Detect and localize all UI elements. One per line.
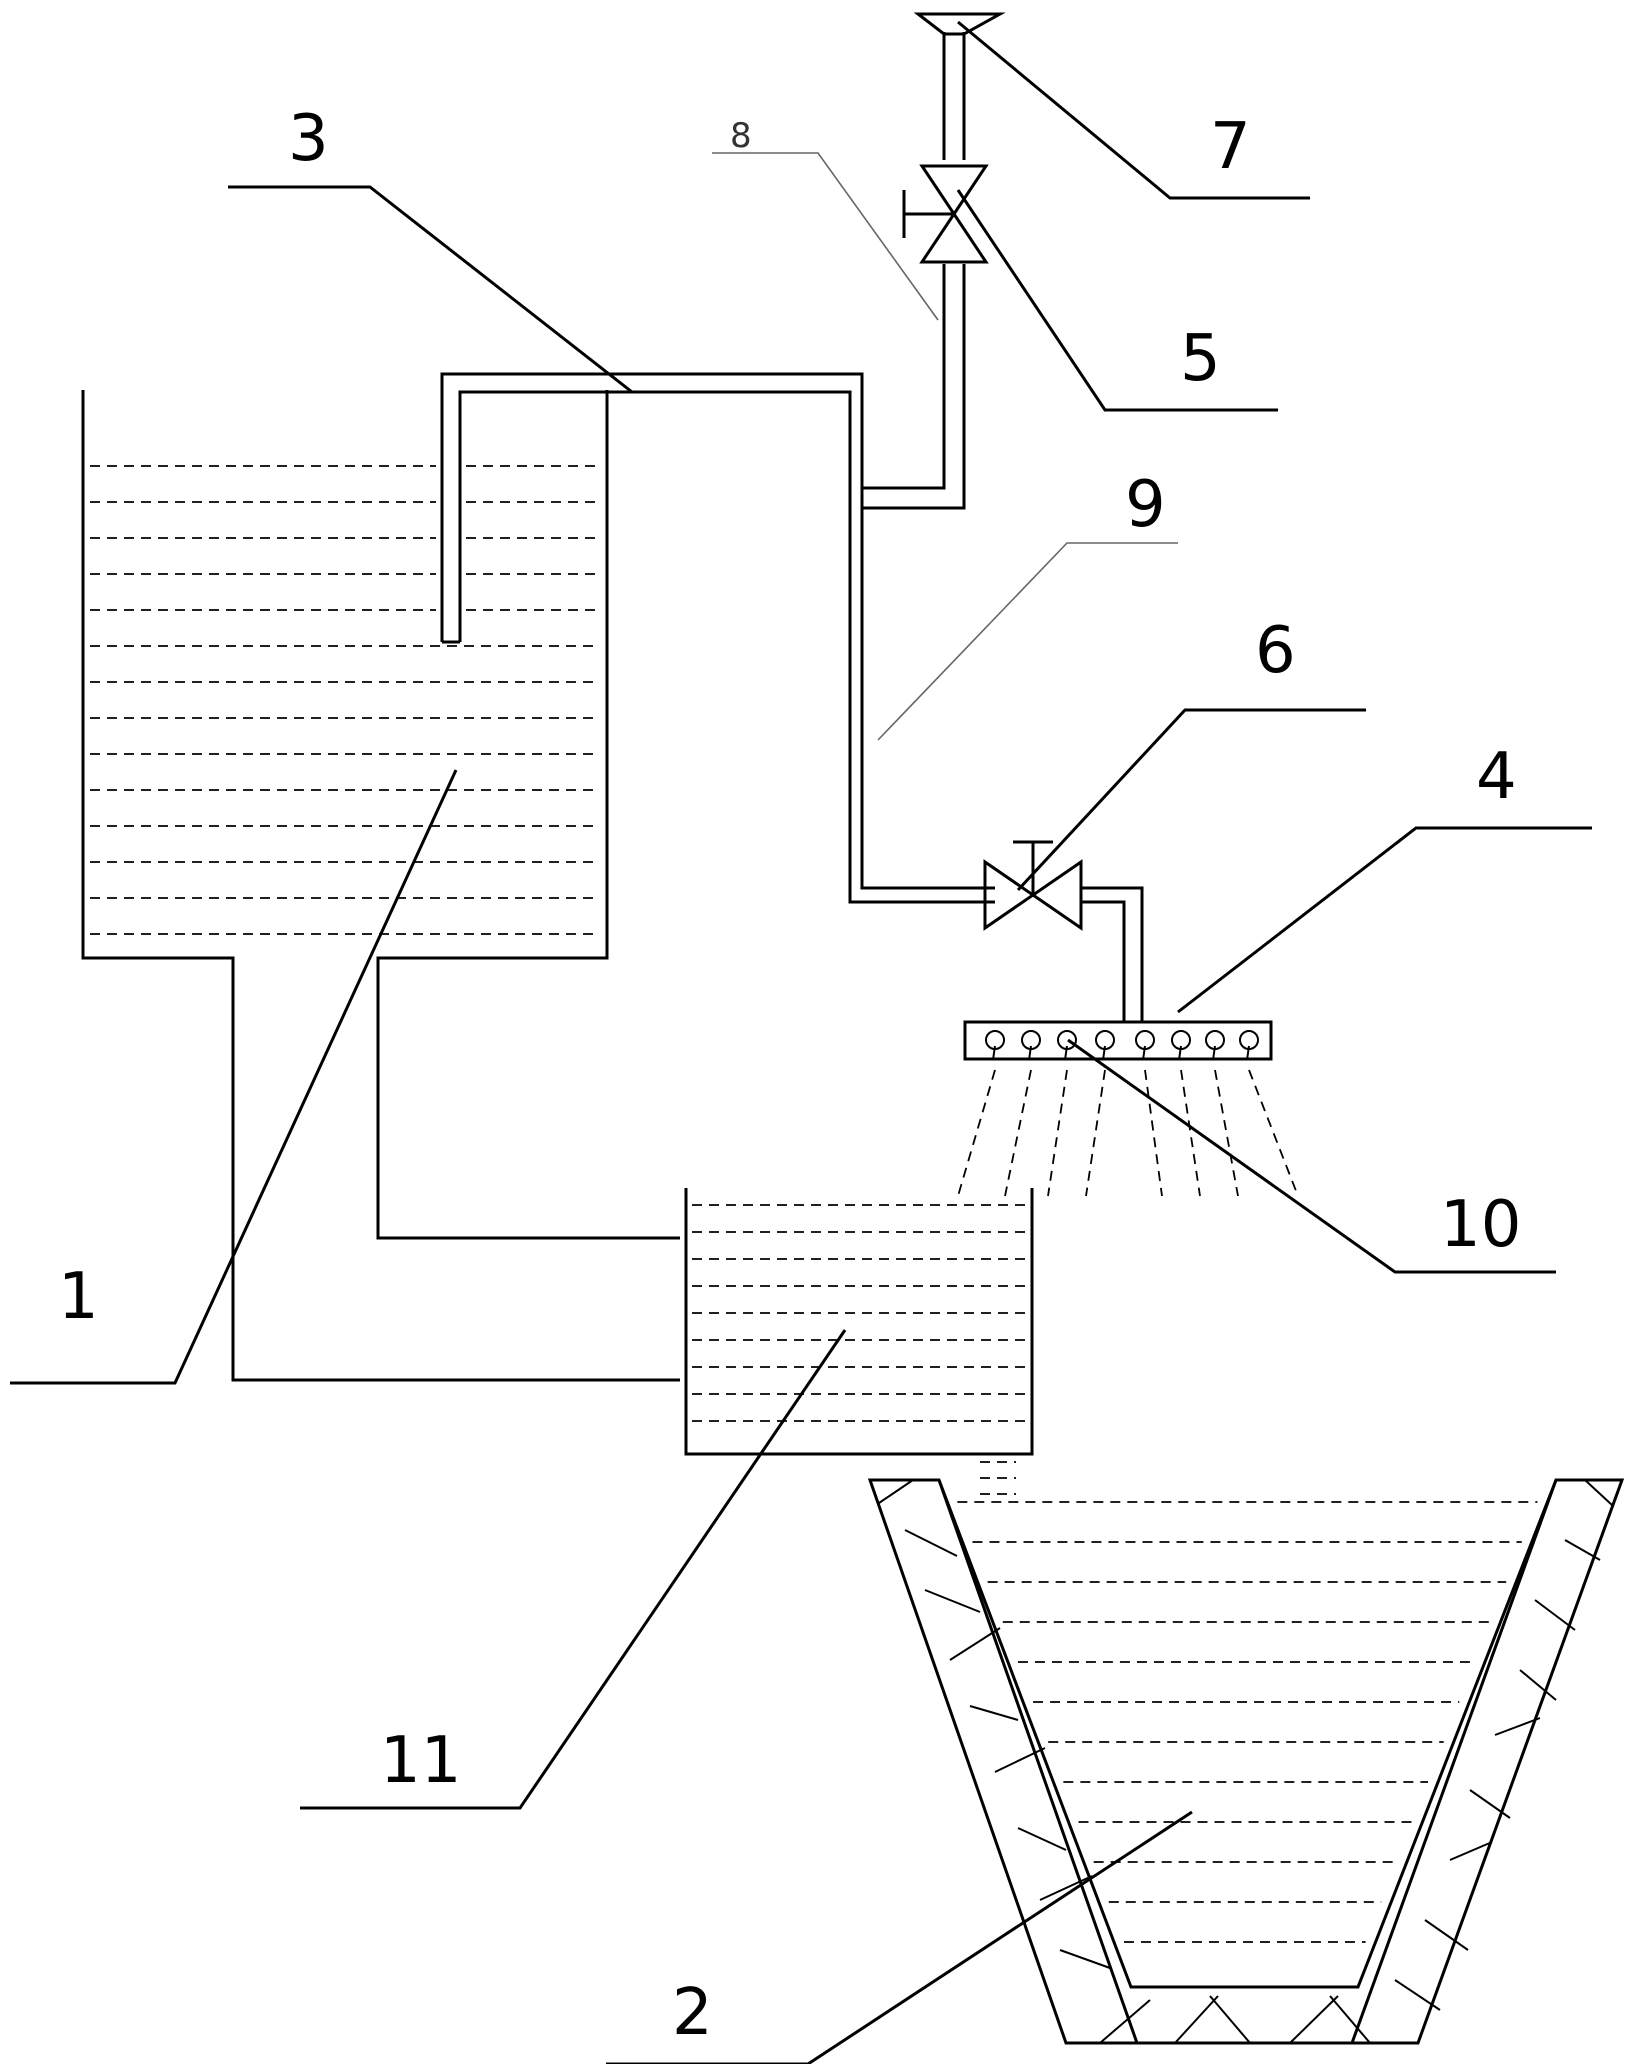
tank-1: [81, 390, 680, 1382]
lining-hatch: [878, 1479, 1613, 2044]
spray-stream: [1085, 1069, 1106, 1197]
label-9: 9: [1125, 468, 1166, 542]
label-6: 6: [1255, 614, 1296, 688]
label-8: 8: [730, 116, 752, 156]
nozzle-tip: [1102, 1045, 1106, 1061]
label-1: 1: [58, 1260, 99, 1334]
pipe-3-siphon: [440, 372, 995, 904]
nozzle-tip: [992, 1045, 996, 1061]
tank-11-liquid-levels: [692, 1204, 1026, 1422]
spray-stream: [1047, 1069, 1068, 1197]
tank-11: [684, 1188, 1034, 1495]
spray-stream: [1248, 1069, 1299, 1197]
nozzle-tip: [1246, 1045, 1250, 1061]
valve-5: [902, 164, 989, 264]
label-10: 10: [1440, 1188, 1521, 1262]
label-5: 5: [1180, 322, 1221, 396]
funnel-7: [913, 12, 1006, 36]
spray-stream: [1004, 1069, 1032, 1197]
label-11: 11: [380, 1724, 461, 1798]
vessel-2: [867, 1478, 1625, 2045]
spray-streams: [957, 1069, 1299, 1197]
label-7: 7: [1210, 110, 1251, 184]
label-3: 3: [288, 102, 329, 176]
label-2: 2: [672, 1976, 713, 2050]
nozzle-tip: [1028, 1045, 1032, 1061]
pipe-8-branch: [862, 32, 966, 510]
labels: 3 1 2 11 7 5 6 4 10 8 9: [58, 102, 1521, 2050]
spray-stream: [1214, 1069, 1239, 1197]
vessel-2-liquid-levels: [957, 1501, 1538, 1943]
pipe-to-spray: [1081, 886, 1144, 1022]
spray-stream: [1144, 1069, 1163, 1197]
nozzle-tip: [1142, 1045, 1146, 1061]
tank-1-liquid-levels: [90, 465, 600, 935]
spray-bar-4: [957, 1020, 1299, 1197]
leader-lines: [10, 20, 1592, 2064]
nozzle-tip: [1178, 1045, 1182, 1061]
spray-stream: [957, 1069, 996, 1197]
label-4: 4: [1476, 740, 1517, 814]
spray-stream: [1180, 1069, 1201, 1197]
nozzles-10: [985, 1030, 1259, 1061]
nozzle-tip: [1212, 1045, 1216, 1061]
drip-lines: [980, 1461, 1016, 1495]
nozzle-tip: [1064, 1045, 1068, 1061]
valve-6: [983, 840, 1083, 931]
